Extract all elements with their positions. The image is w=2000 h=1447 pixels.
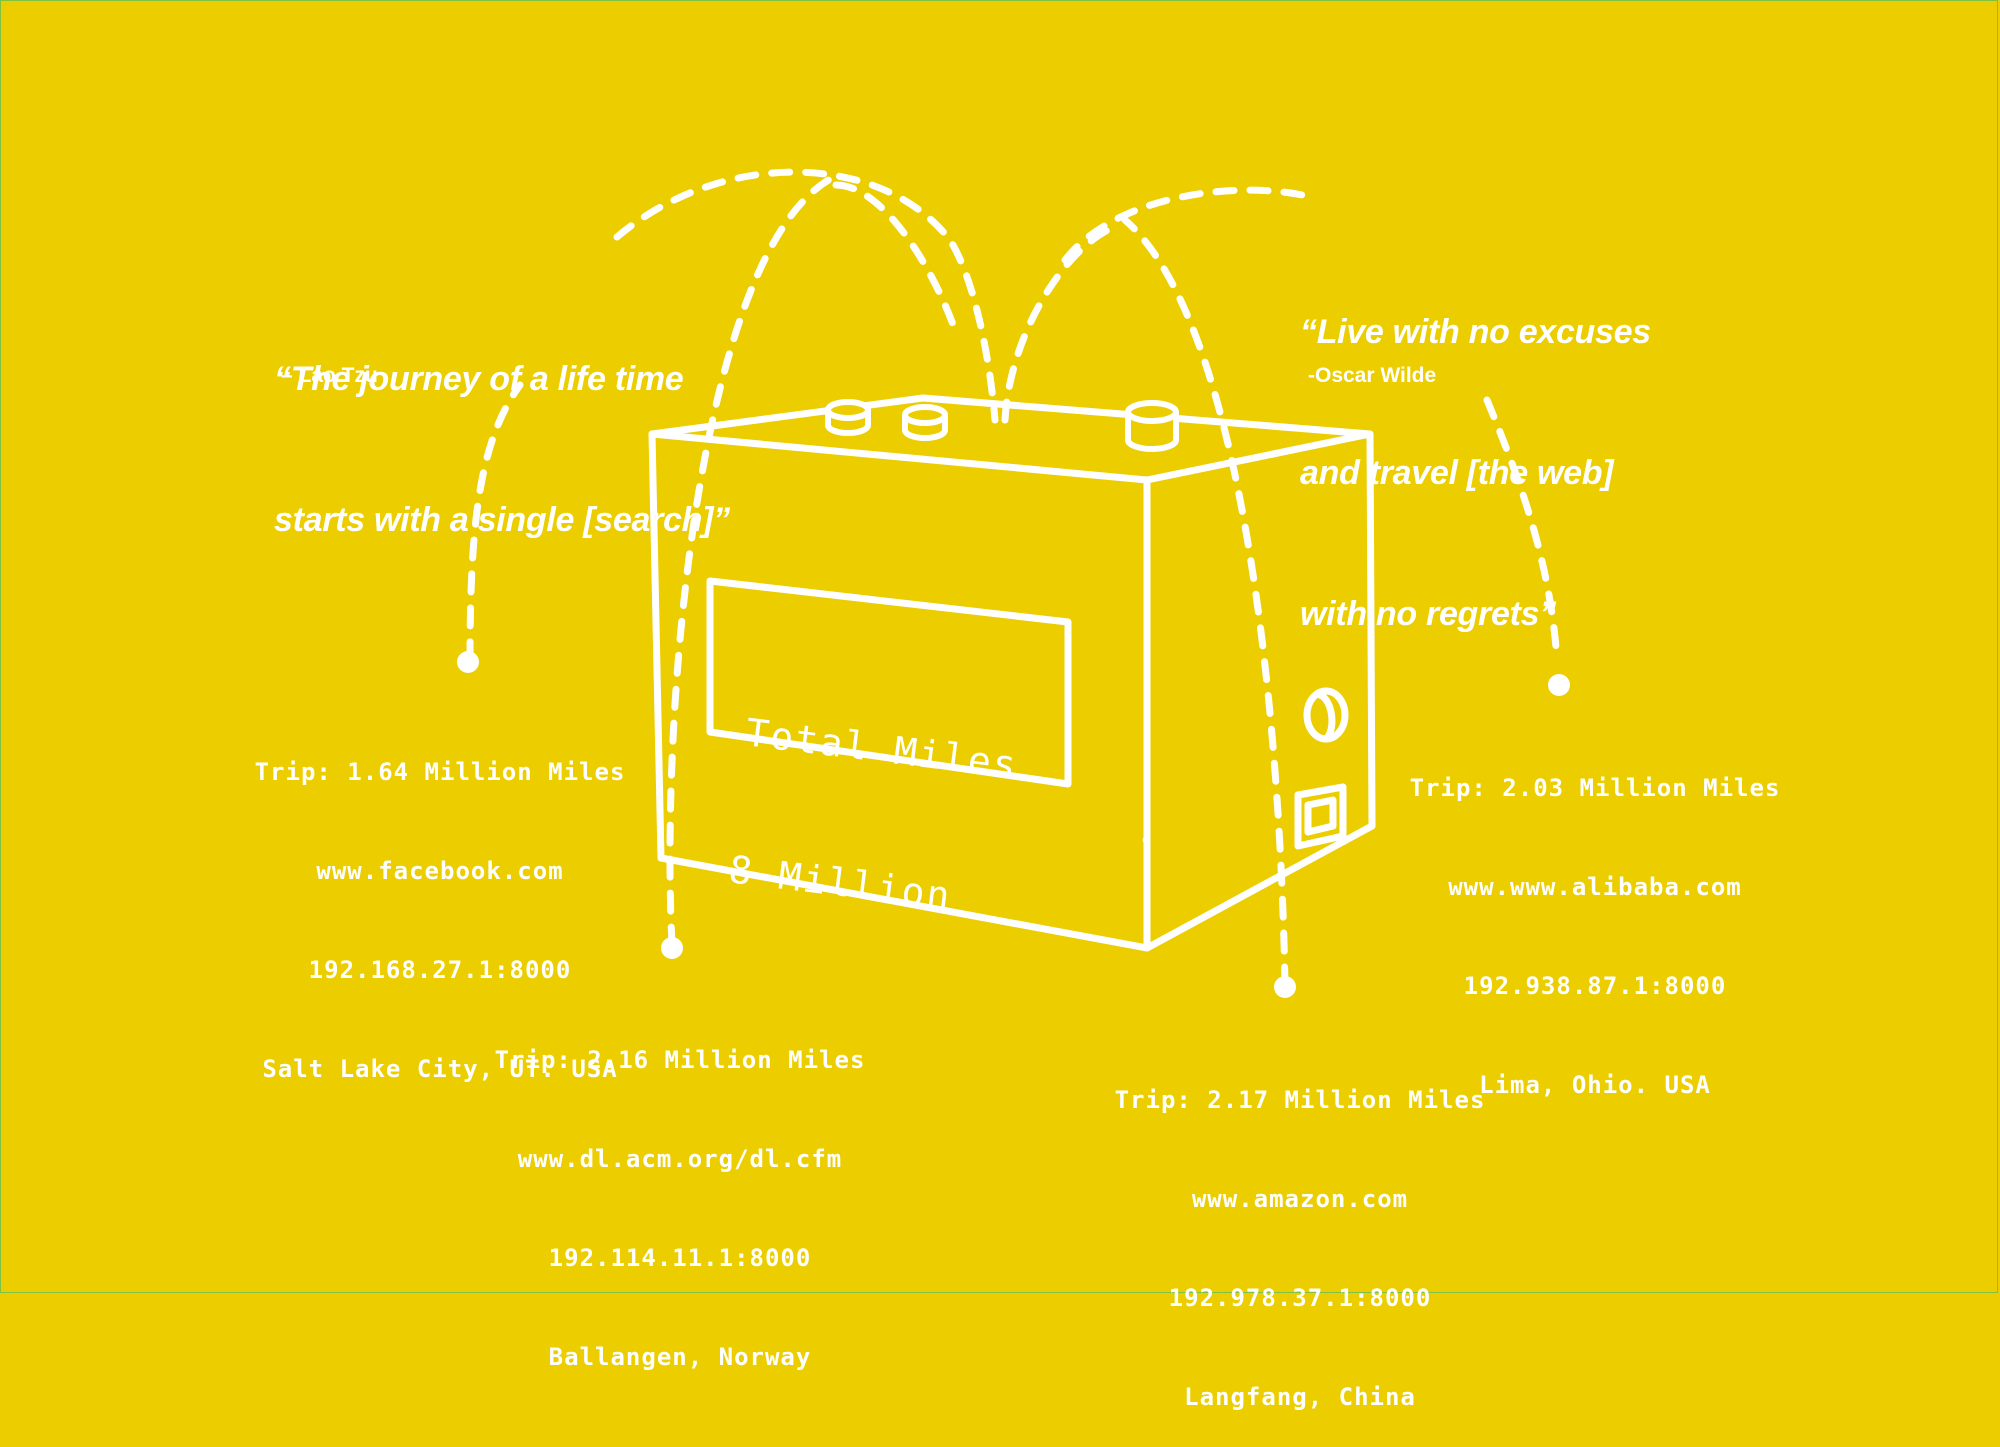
quote-line: and travel [the web] <box>1300 454 1614 492</box>
endpoint-dot-alibaba <box>1548 674 1570 696</box>
trip-site: www.www.alibaba.com <box>1448 873 1742 901</box>
trip-ip: 192.978.37.1:8000 <box>1168 1284 1432 1312</box>
terminal-middle-icon <box>902 404 948 441</box>
battery-top <box>648 394 1374 438</box>
trip-location: Lima, Ohio. USA <box>1479 1071 1711 1099</box>
trip-miles: Trip: 1.64 Million Miles <box>254 758 626 786</box>
quote-author-lao-tzu: – Lao Tzu <box>281 364 378 387</box>
trip-ip: 192.938.87.1:8000 <box>1463 972 1727 1000</box>
trip-path-arc-right <box>1001 221 1124 424</box>
trip-path-acm <box>666 174 836 949</box>
trip-location: Langfang, China <box>1184 1383 1416 1411</box>
quote-lao-tzu: “The journey of a life time starts with … <box>274 262 730 591</box>
quote-oscar-wilde: “Live with no excuses and travel [the we… <box>1300 215 1651 685</box>
trip-miles: Trip: 2.03 Million Miles <box>1409 774 1781 802</box>
trip-label-alibaba: Trip: 2.03 Million Miles www.www.alibaba… <box>1385 706 1805 1135</box>
endpoint-dot-amazon <box>1274 976 1296 998</box>
trip-site: www.facebook.com <box>316 857 564 885</box>
trip-location: Salt Lake City, UT. USA <box>262 1055 618 1083</box>
quote-author-oscar-wilde: -Oscar Wilde <box>1308 364 1437 387</box>
page-frame <box>0 0 1998 1293</box>
total-miles-label: Total Miles <box>743 710 1021 788</box>
side-port-icon <box>1294 783 1347 850</box>
terminal-right-icon <box>1125 400 1179 452</box>
quote-line: “Live with no excuses <box>1300 313 1651 351</box>
trip-label-acm: Trip: 2.16 Million Miles www.dl.acm.org/… <box>470 978 890 1407</box>
terminal-left-icon <box>825 399 871 436</box>
trip-label-facebook: Trip: 1.64 Million Miles www.facebook.co… <box>230 690 650 1119</box>
trip-ip: 192.114.11.1:8000 <box>548 1244 812 1272</box>
endpoint-dot-facebook <box>457 651 479 673</box>
trip-ip: 192.168.27.1:8000 <box>308 956 572 984</box>
trip-path-facebook <box>466 381 524 664</box>
battery-diagram <box>457 168 1570 998</box>
battery-body-side <box>1143 430 1376 952</box>
total-miles-value: 8 Million <box>726 847 955 919</box>
quote-line: starts with a single [search]” <box>274 501 730 539</box>
endpoint-dot-acm <box>661 937 683 959</box>
trip-path-arc-left <box>613 168 999 424</box>
total-miles-display: Total Miles 8 Million <box>721 618 1032 971</box>
trip-site: www.amazon.com <box>1191 1185 1409 1213</box>
trip-path-arc-center <box>832 181 959 334</box>
trip-miles: Trip: 2.17 Million Miles <box>1114 1086 1486 1114</box>
trip-miles: Trip: 2.16 Million Miles <box>494 1046 866 1074</box>
display-panel <box>706 577 1072 788</box>
trip-location: Ballangen, Norway <box>548 1343 812 1371</box>
trip-path-alibaba-arc <box>1061 186 1319 264</box>
trip-path-amazon <box>1121 216 1289 989</box>
trip-site: www.dl.acm.org/dl.cfm <box>517 1145 843 1173</box>
trip-path-alibaba <box>1483 396 1561 664</box>
quote-line: with no regrets” <box>1300 595 1556 633</box>
quote-line: “The journey of a life time <box>274 360 684 398</box>
